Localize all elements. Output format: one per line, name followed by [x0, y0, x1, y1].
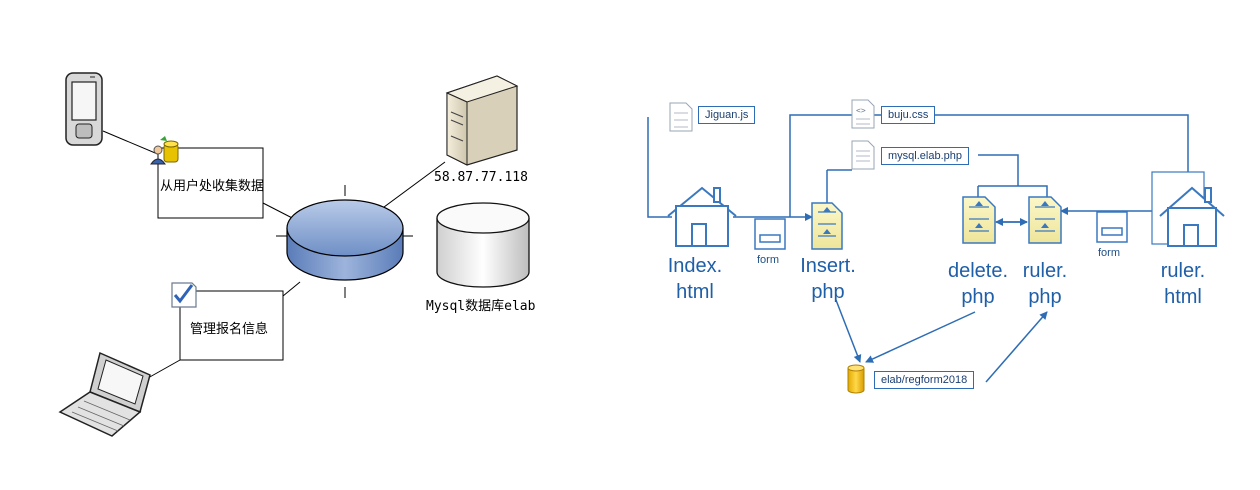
index-html-label-line2: html — [676, 281, 714, 303]
insert-php-label-line1: Insert. — [800, 255, 856, 277]
form-icon-left — [754, 218, 786, 250]
ruler-php-label-line1: ruler. — [1022, 260, 1068, 282]
form-label-left: form — [757, 254, 779, 266]
network-hub-icon — [276, 185, 413, 298]
ruler-html-label-line2: html — [1164, 286, 1202, 308]
ruler-php-label-line2: php — [1028, 286, 1062, 308]
form-icon-right — [1096, 211, 1128, 243]
insert-php-label-line2: php — [811, 281, 845, 303]
user-database-icon — [150, 136, 179, 165]
collect-data-label: 从用户处收集数据 — [160, 179, 265, 194]
mysql-db-label: Mysql数据库elab — [426, 299, 536, 314]
delete-php-label-line1: delete. — [947, 260, 1009, 282]
ruler-html-label: ruler. html — [1150, 258, 1216, 310]
mysql-elab-php-file: mysql.elab.php — [881, 147, 969, 165]
js-file-icon — [669, 102, 693, 132]
php-config-file-icon — [851, 140, 875, 170]
delete-php-icon — [962, 196, 996, 244]
index-house-icon — [667, 186, 737, 247]
insert-php-label: Insert. php — [793, 253, 863, 305]
delete-php-label: delete. php — [940, 258, 1016, 310]
laptop-icon — [58, 351, 151, 437]
form-label-right: form — [1098, 247, 1120, 259]
ruler-php-label: ruler. php — [1012, 258, 1078, 310]
manage-info-box — [179, 290, 284, 361]
ruler-php-icon — [1028, 196, 1062, 244]
svg-text:<>: <> — [856, 106, 866, 115]
index-html-label: Index. html — [660, 253, 730, 305]
buju-css-file: buju.css — [881, 106, 936, 124]
regform-database-icon — [847, 364, 865, 394]
database-cylinder-icon — [436, 202, 530, 288]
css-file-icon: <> — [851, 99, 875, 129]
regform-database-label: elab/regform2018 — [874, 371, 975, 389]
ruler-html-label-line1: ruler. — [1160, 260, 1206, 282]
right-connectors — [647, 114, 1189, 383]
phone-icon — [65, 72, 103, 146]
insert-php-icon — [811, 202, 843, 250]
left-connectors — [102, 130, 446, 379]
delete-php-label-line2: php — [961, 286, 995, 308]
checklist-icon — [171, 282, 197, 308]
ruler-html-house-icon — [1151, 171, 1225, 247]
server-icon — [445, 75, 519, 166]
server-ip-label: 58.87.77.118 — [434, 170, 528, 185]
manage-info-label: 管理报名信息 — [190, 322, 269, 337]
jiguan-js-file: Jiguan.js — [698, 106, 756, 124]
index-html-label-line1: Index. — [667, 255, 723, 277]
